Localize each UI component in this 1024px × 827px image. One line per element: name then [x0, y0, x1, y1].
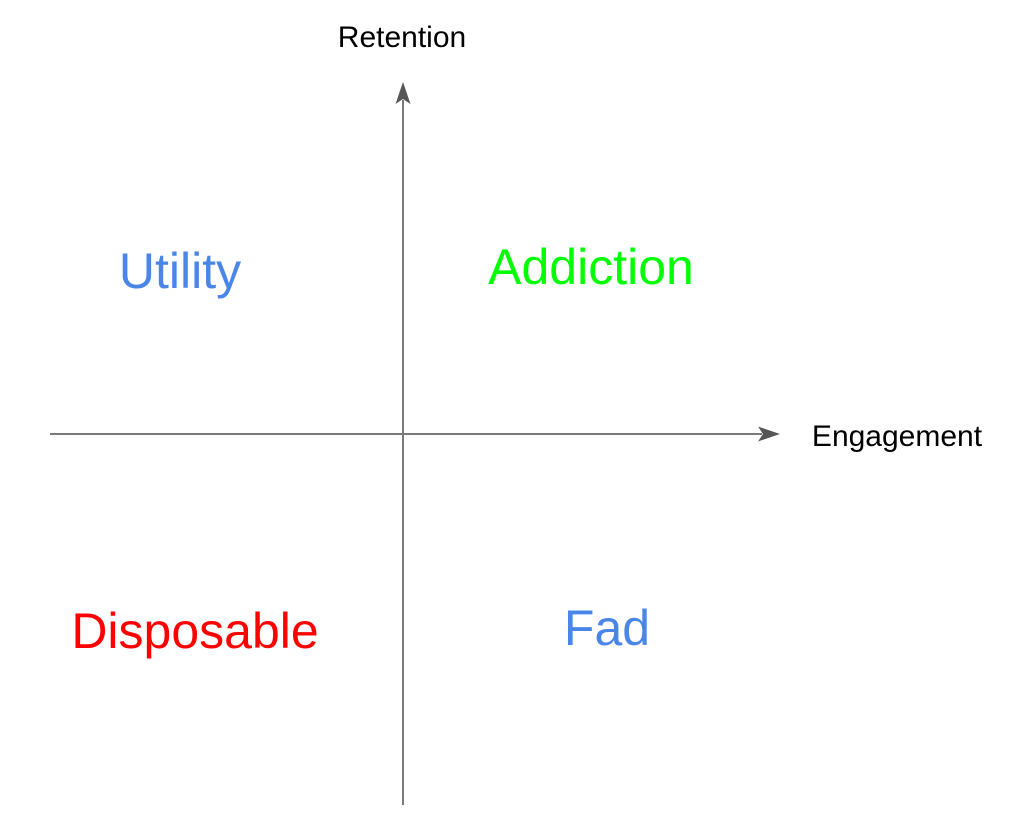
- quadrant-label-fad: Fad: [563, 600, 651, 656]
- y-axis-label: Retention: [337, 21, 467, 54]
- quadrant-label-disposable: Disposable: [71, 603, 319, 659]
- x-axis-arrowhead: [758, 426, 780, 442]
- quadrant-label-addiction: Addiction: [488, 239, 694, 295]
- y-axis-arrowhead: [395, 82, 411, 104]
- quadrant-label-utility: Utility: [118, 243, 242, 299]
- x-axis-label: Engagement: [811, 420, 983, 453]
